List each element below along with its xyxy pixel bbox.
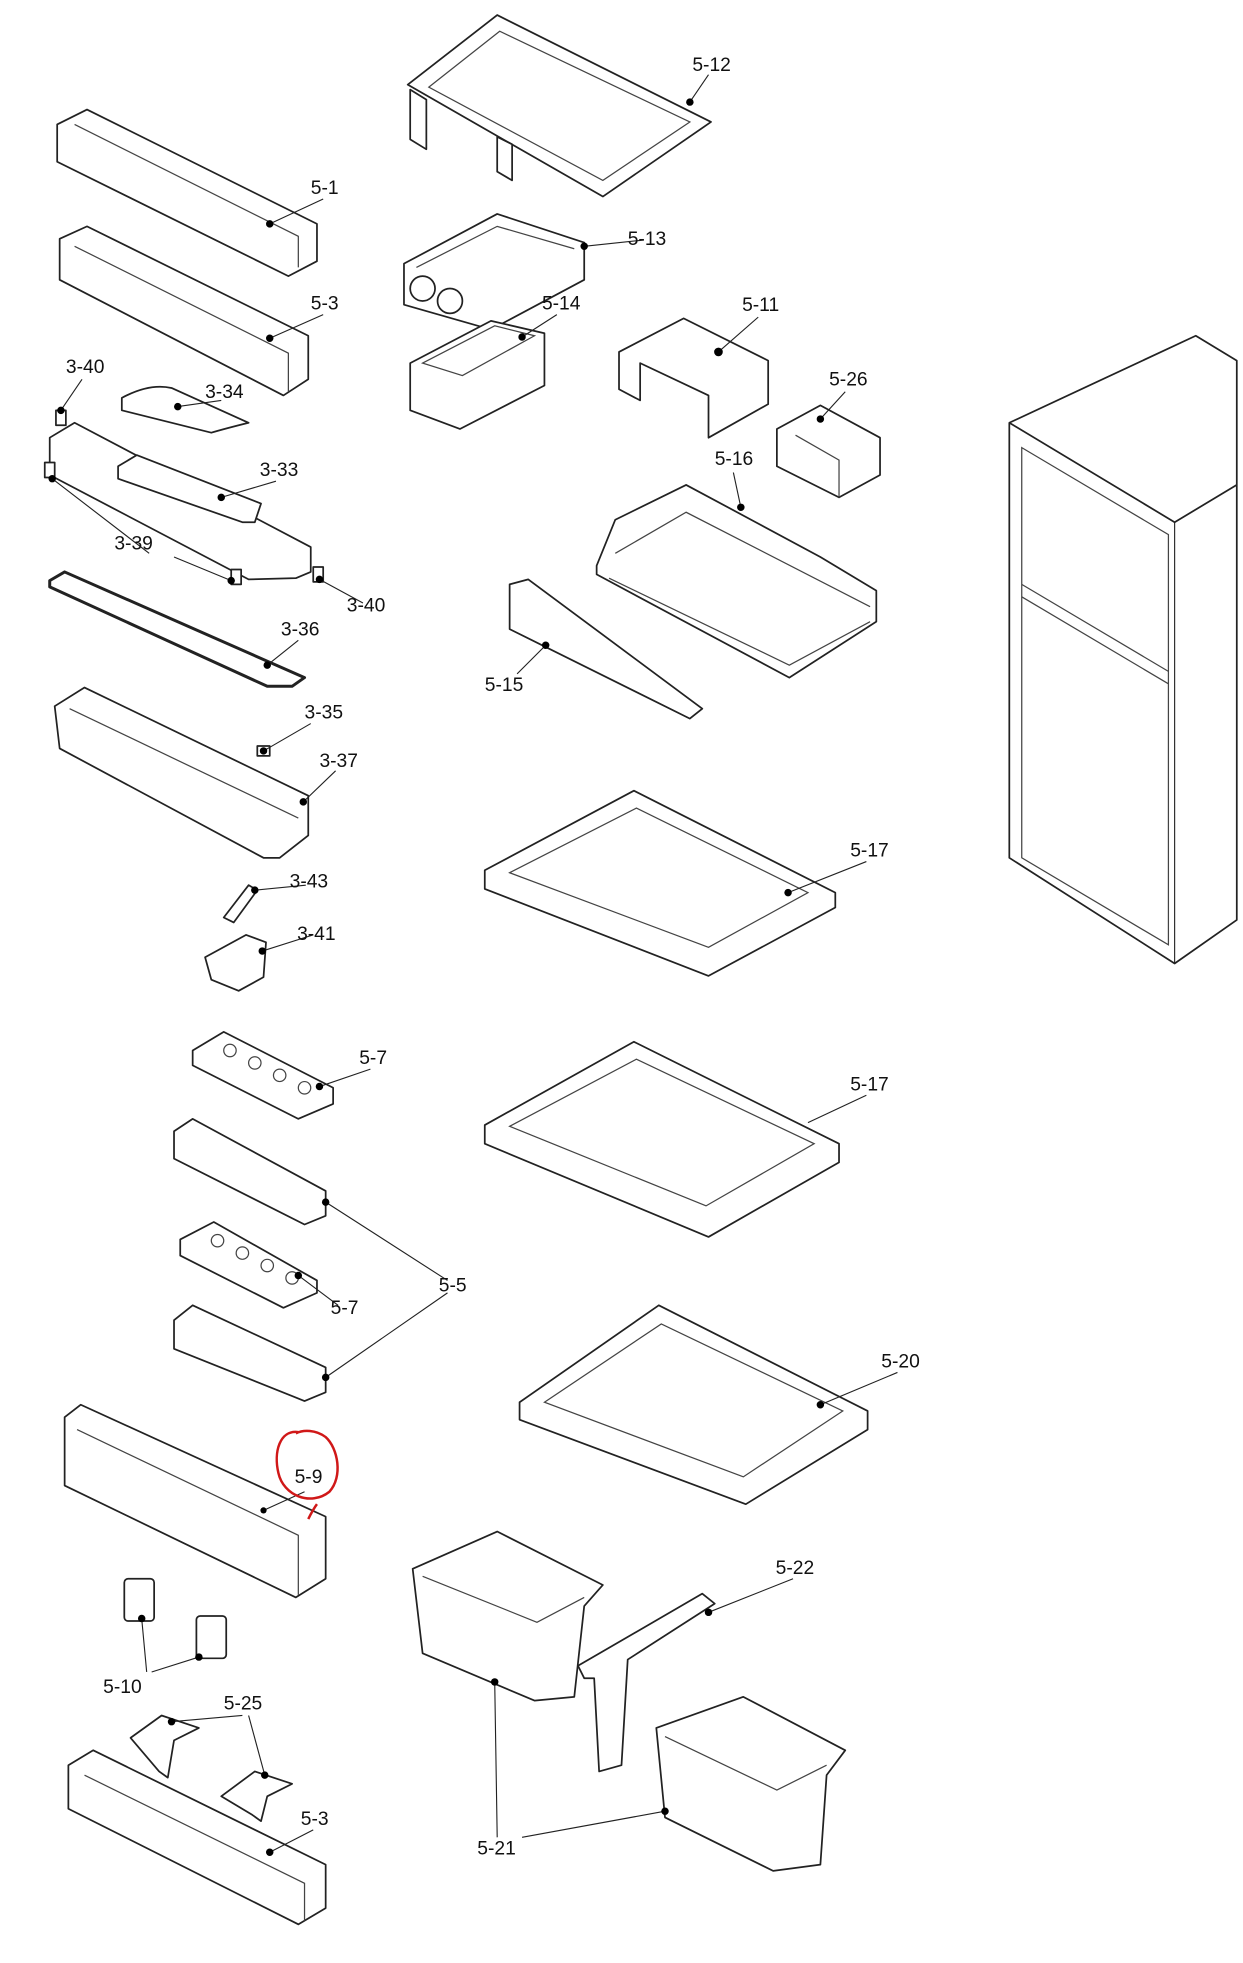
label-5-15: 5-15 — [485, 675, 524, 696]
callout-dots — [48, 98, 825, 1856]
label-5-3: 5-3 — [311, 294, 339, 315]
label-3-39: 3-39 — [114, 534, 153, 555]
label-5-12: 5-12 — [692, 55, 731, 76]
part-5-9-door-bin — [63, 1403, 327, 1599]
part-shapes — [43, 14, 1238, 1926]
part-5-12-freezer-shelf — [406, 14, 712, 198]
label-5-10: 5-10 — [103, 1677, 142, 1698]
label-5-5: 5-5 — [439, 1276, 467, 1297]
part-3-34-vent — [120, 385, 250, 434]
label-5-16: 5-16 — [715, 449, 754, 470]
part-5-7-egg-tray-lower — [179, 1221, 318, 1309]
part-5-20-shelf — [518, 1304, 869, 1506]
label-5-9: 5-9 — [295, 1467, 323, 1488]
part-5-7-egg-tray-upper — [191, 1030, 334, 1120]
part-5-11-cover — [618, 317, 770, 439]
part-5-14-ice-bin — [409, 319, 546, 430]
part-5-21-crisper-lower — [655, 1695, 847, 1872]
part-5-16-drawer — [595, 484, 878, 679]
part-5-15-drawer-front — [508, 578, 704, 720]
label-5-7-upper: 5-7 — [359, 1048, 387, 1069]
part-5-1-door-bin — [56, 108, 318, 277]
label-5-21: 5-21 — [477, 1839, 516, 1860]
label-5-13: 5-13 — [628, 229, 667, 250]
part-5-13-ice-tray — [403, 213, 586, 331]
refrigerator-cabinet — [1008, 334, 1238, 965]
label-5-17-lower: 5-17 — [850, 1074, 889, 1095]
label-5-1: 5-1 — [311, 178, 339, 199]
part-5-5-bin-lower — [173, 1304, 327, 1402]
label-3-43: 3-43 — [290, 872, 329, 893]
label-5-26: 5-26 — [829, 369, 868, 390]
label-5-7-lower: 5-7 — [331, 1298, 359, 1319]
part-5-17-shelf-lower — [483, 1040, 840, 1238]
part-3-33-cover — [43, 409, 325, 586]
label-3-35: 3-35 — [305, 703, 344, 724]
part-labels: 5-12 5-1 5-13 5-3 5-14 5-11 3-40 3-34 5-… — [66, 55, 920, 1860]
part-5-5-bin-upper — [173, 1117, 327, 1226]
part-5-22-rail — [577, 1592, 716, 1773]
label-5-20: 5-20 — [881, 1351, 920, 1372]
highlight-circle-5-9 — [275, 1429, 339, 1520]
part-3-36-gasket — [48, 570, 307, 688]
label-3-41: 3-41 — [297, 924, 336, 945]
label-3-34: 3-34 — [205, 382, 244, 403]
part-5-10-stopper — [123, 1577, 228, 1660]
part-5-3-door-bin-bottom — [67, 1749, 327, 1926]
part-5-3-door-bin — [58, 225, 310, 397]
part-5-21-crisper-upper — [411, 1530, 604, 1702]
part-5-26-cover — [776, 404, 881, 499]
part-5-17-shelf-upper — [483, 789, 837, 977]
label-5-22: 5-22 — [776, 1558, 815, 1579]
part-5-25-divider — [129, 1714, 293, 1823]
label-3-36: 3-36 — [281, 619, 320, 640]
label-3-40: 3-40 — [66, 357, 105, 378]
label-3-33: 3-33 — [260, 460, 299, 481]
label-5-17-upper: 5-17 — [850, 841, 889, 862]
label-5-14: 5-14 — [542, 294, 581, 315]
label-5-11: 5-11 — [742, 295, 779, 316]
label-3-37: 3-37 — [319, 751, 358, 772]
part-3-37-dairy-box — [53, 686, 310, 859]
leader-lines — [51, 74, 898, 1853]
label-3-40-right: 3-40 — [347, 596, 386, 617]
label-5-3-bottom: 5-3 — [301, 1809, 329, 1830]
label-5-25: 5-25 — [224, 1693, 263, 1714]
part-3-41-bracket — [204, 934, 267, 992]
